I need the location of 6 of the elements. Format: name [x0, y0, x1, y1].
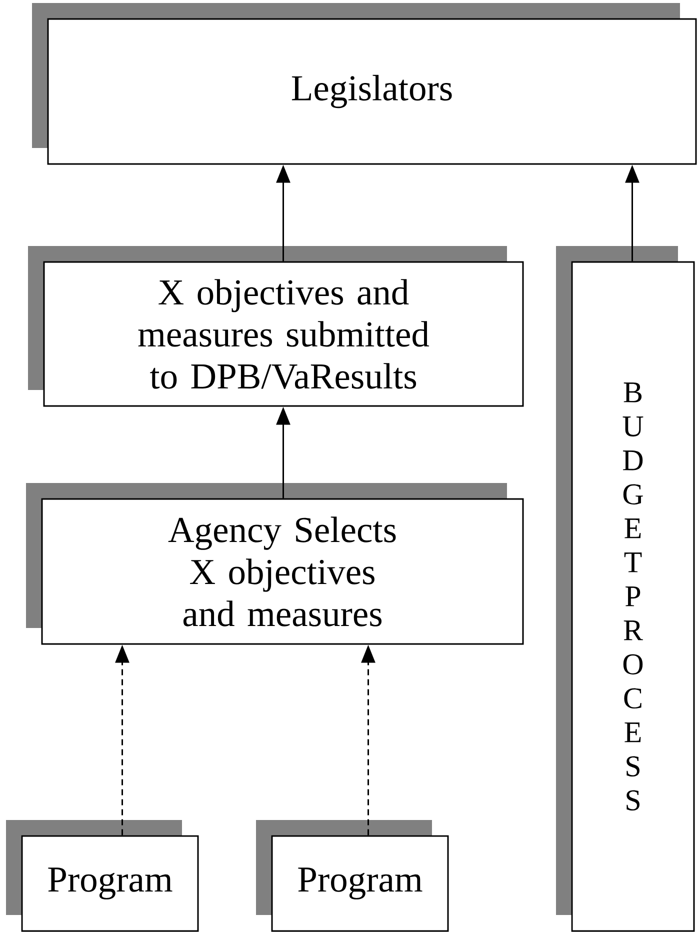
shadowed-box: Program	[6, 820, 199, 932]
shadowed-box: Agency Selects X objectives and measures	[26, 483, 524, 645]
shadowed-box: X objectives and measures submitted to DPB/VaResults	[28, 246, 524, 407]
shadowed-box: Legislators	[32, 3, 697, 165]
shadowed-box: BUDGET PROCESS	[556, 246, 695, 932]
shadowed-box: Program	[256, 820, 449, 932]
